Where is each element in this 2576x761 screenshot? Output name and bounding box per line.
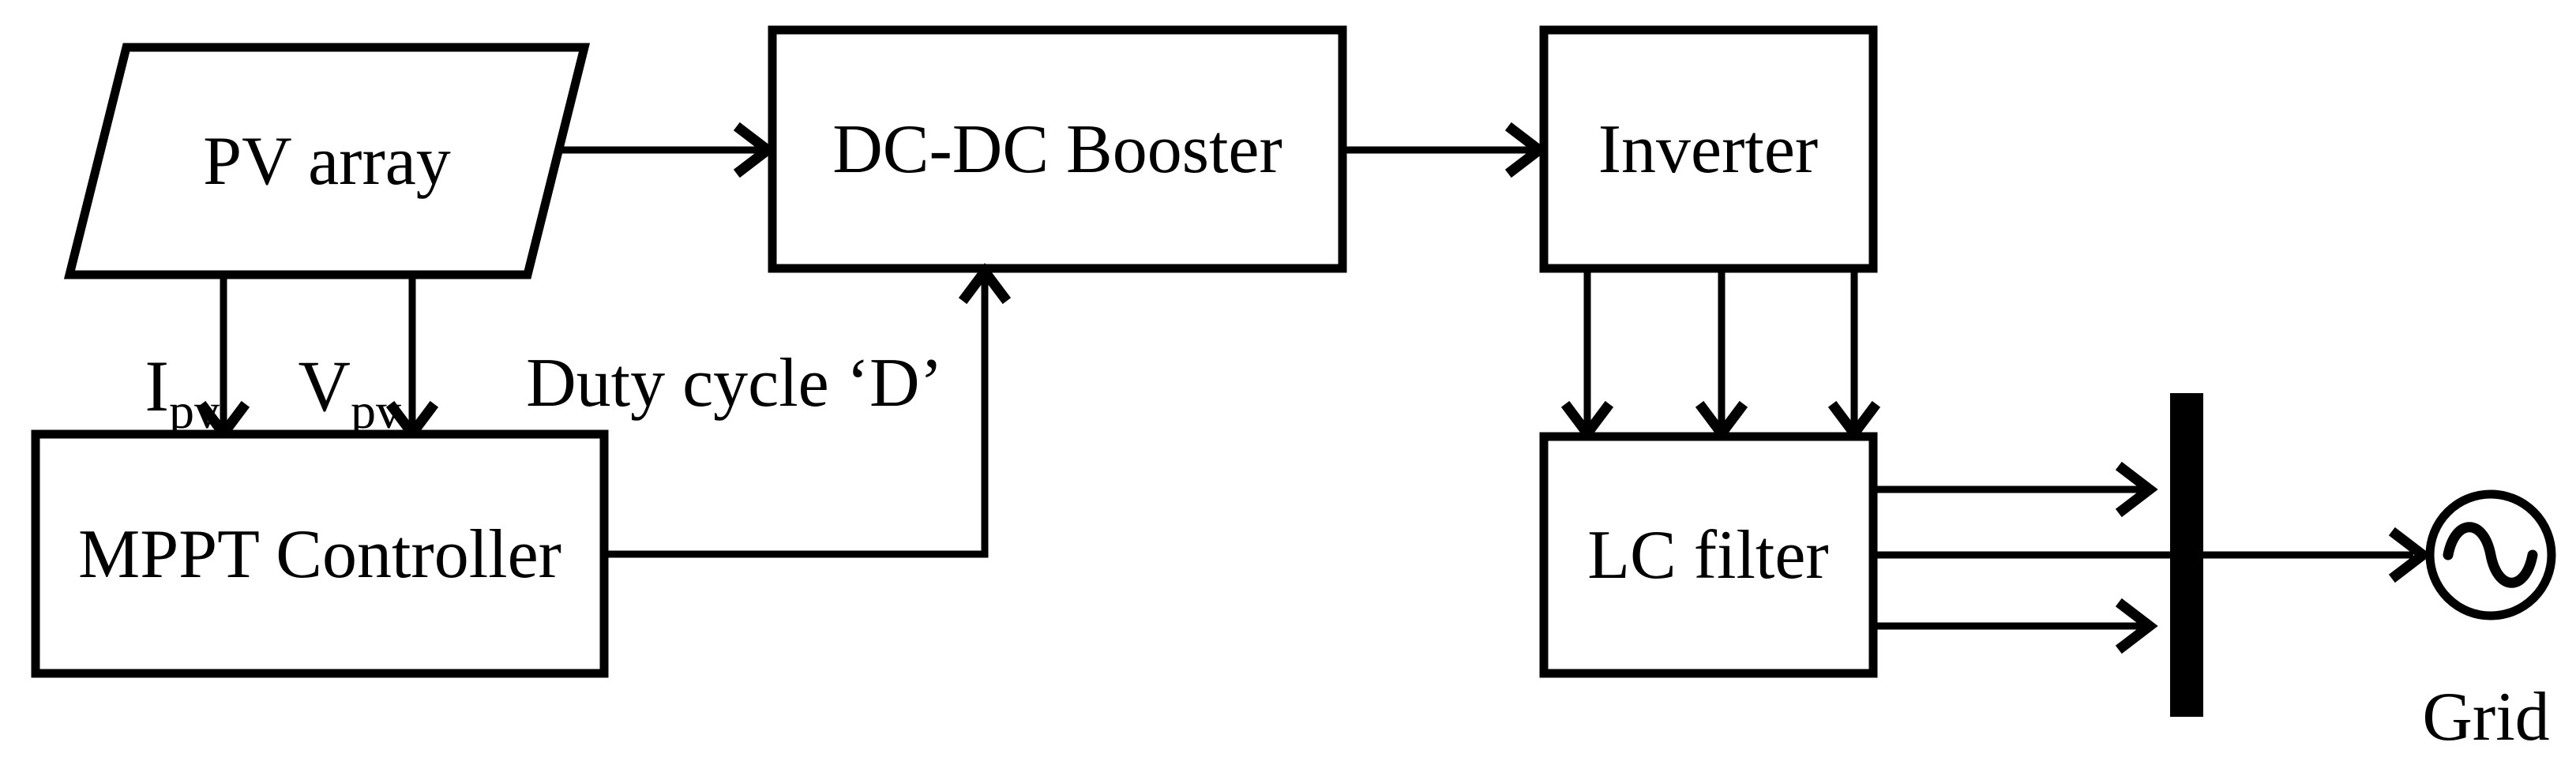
connector-mppt-to-dcdc [604, 263, 1012, 558]
wire [604, 278, 989, 558]
vpv-subscript: pv [351, 383, 401, 439]
bus-bar [2170, 393, 2203, 717]
inverter-shape [1539, 25, 1878, 273]
connector-pv-to-dcdc [558, 122, 776, 178]
lc-filter-shape [1539, 432, 1878, 678]
connector-lc-to-bus-phase3 [1873, 598, 2158, 654]
arrowhead-icon [2388, 527, 2431, 583]
grid-label: Grid [2422, 679, 2549, 755]
lc-filter-block: LC filter [1539, 432, 1878, 678]
sine-wave-icon [2443, 522, 2538, 588]
dcdc-booster-block: DC-DC Booster [768, 25, 1347, 273]
vpv-label: Vpv [299, 346, 401, 439]
dcdc-booster-shape [768, 25, 1347, 273]
inverter-block: Inverter [1539, 25, 1878, 273]
ipv-subscript: pv [169, 383, 220, 439]
arrowhead-icon [1504, 122, 1548, 178]
mppt-controller-block: MPPT Controller [31, 429, 609, 678]
duty-cycle-label: Duty cycle ‘D’ [526, 345, 943, 422]
connector-lc-to-bus-phase1 [1873, 461, 2158, 518]
grid-ac-source-icon [2425, 489, 2556, 620]
ipv-label: Ipv [145, 346, 220, 439]
connector-dcdc-to-inverter [1342, 122, 1548, 178]
pv-array-label: PV array [203, 123, 451, 200]
dcdc-booster-label: DC-DC Booster [832, 111, 1282, 188]
mppt-controller-label: MPPT Controller [78, 516, 561, 593]
connector-inverter-to-lc-phase1 [1560, 268, 1614, 442]
connector-lc-to-grid-phase2 [1873, 527, 2431, 583]
inverter-label: Inverter [1598, 111, 1818, 188]
ipv-base: I [145, 346, 169, 426]
arrowhead-icon [2115, 598, 2158, 654]
vpv-base: V [299, 346, 351, 426]
arrowhead-icon [958, 263, 1012, 305]
arrowhead-icon [733, 122, 776, 178]
arrowhead-icon [2115, 461, 2158, 518]
lc-filter-label: LC filter [1587, 517, 1828, 594]
pv-array-shape [63, 43, 591, 279]
pv-array-block: PV array [63, 43, 591, 279]
connector-inverter-to-lc-phase2 [1695, 268, 1748, 442]
connector-inverter-to-lc-phase3 [1827, 268, 1881, 442]
